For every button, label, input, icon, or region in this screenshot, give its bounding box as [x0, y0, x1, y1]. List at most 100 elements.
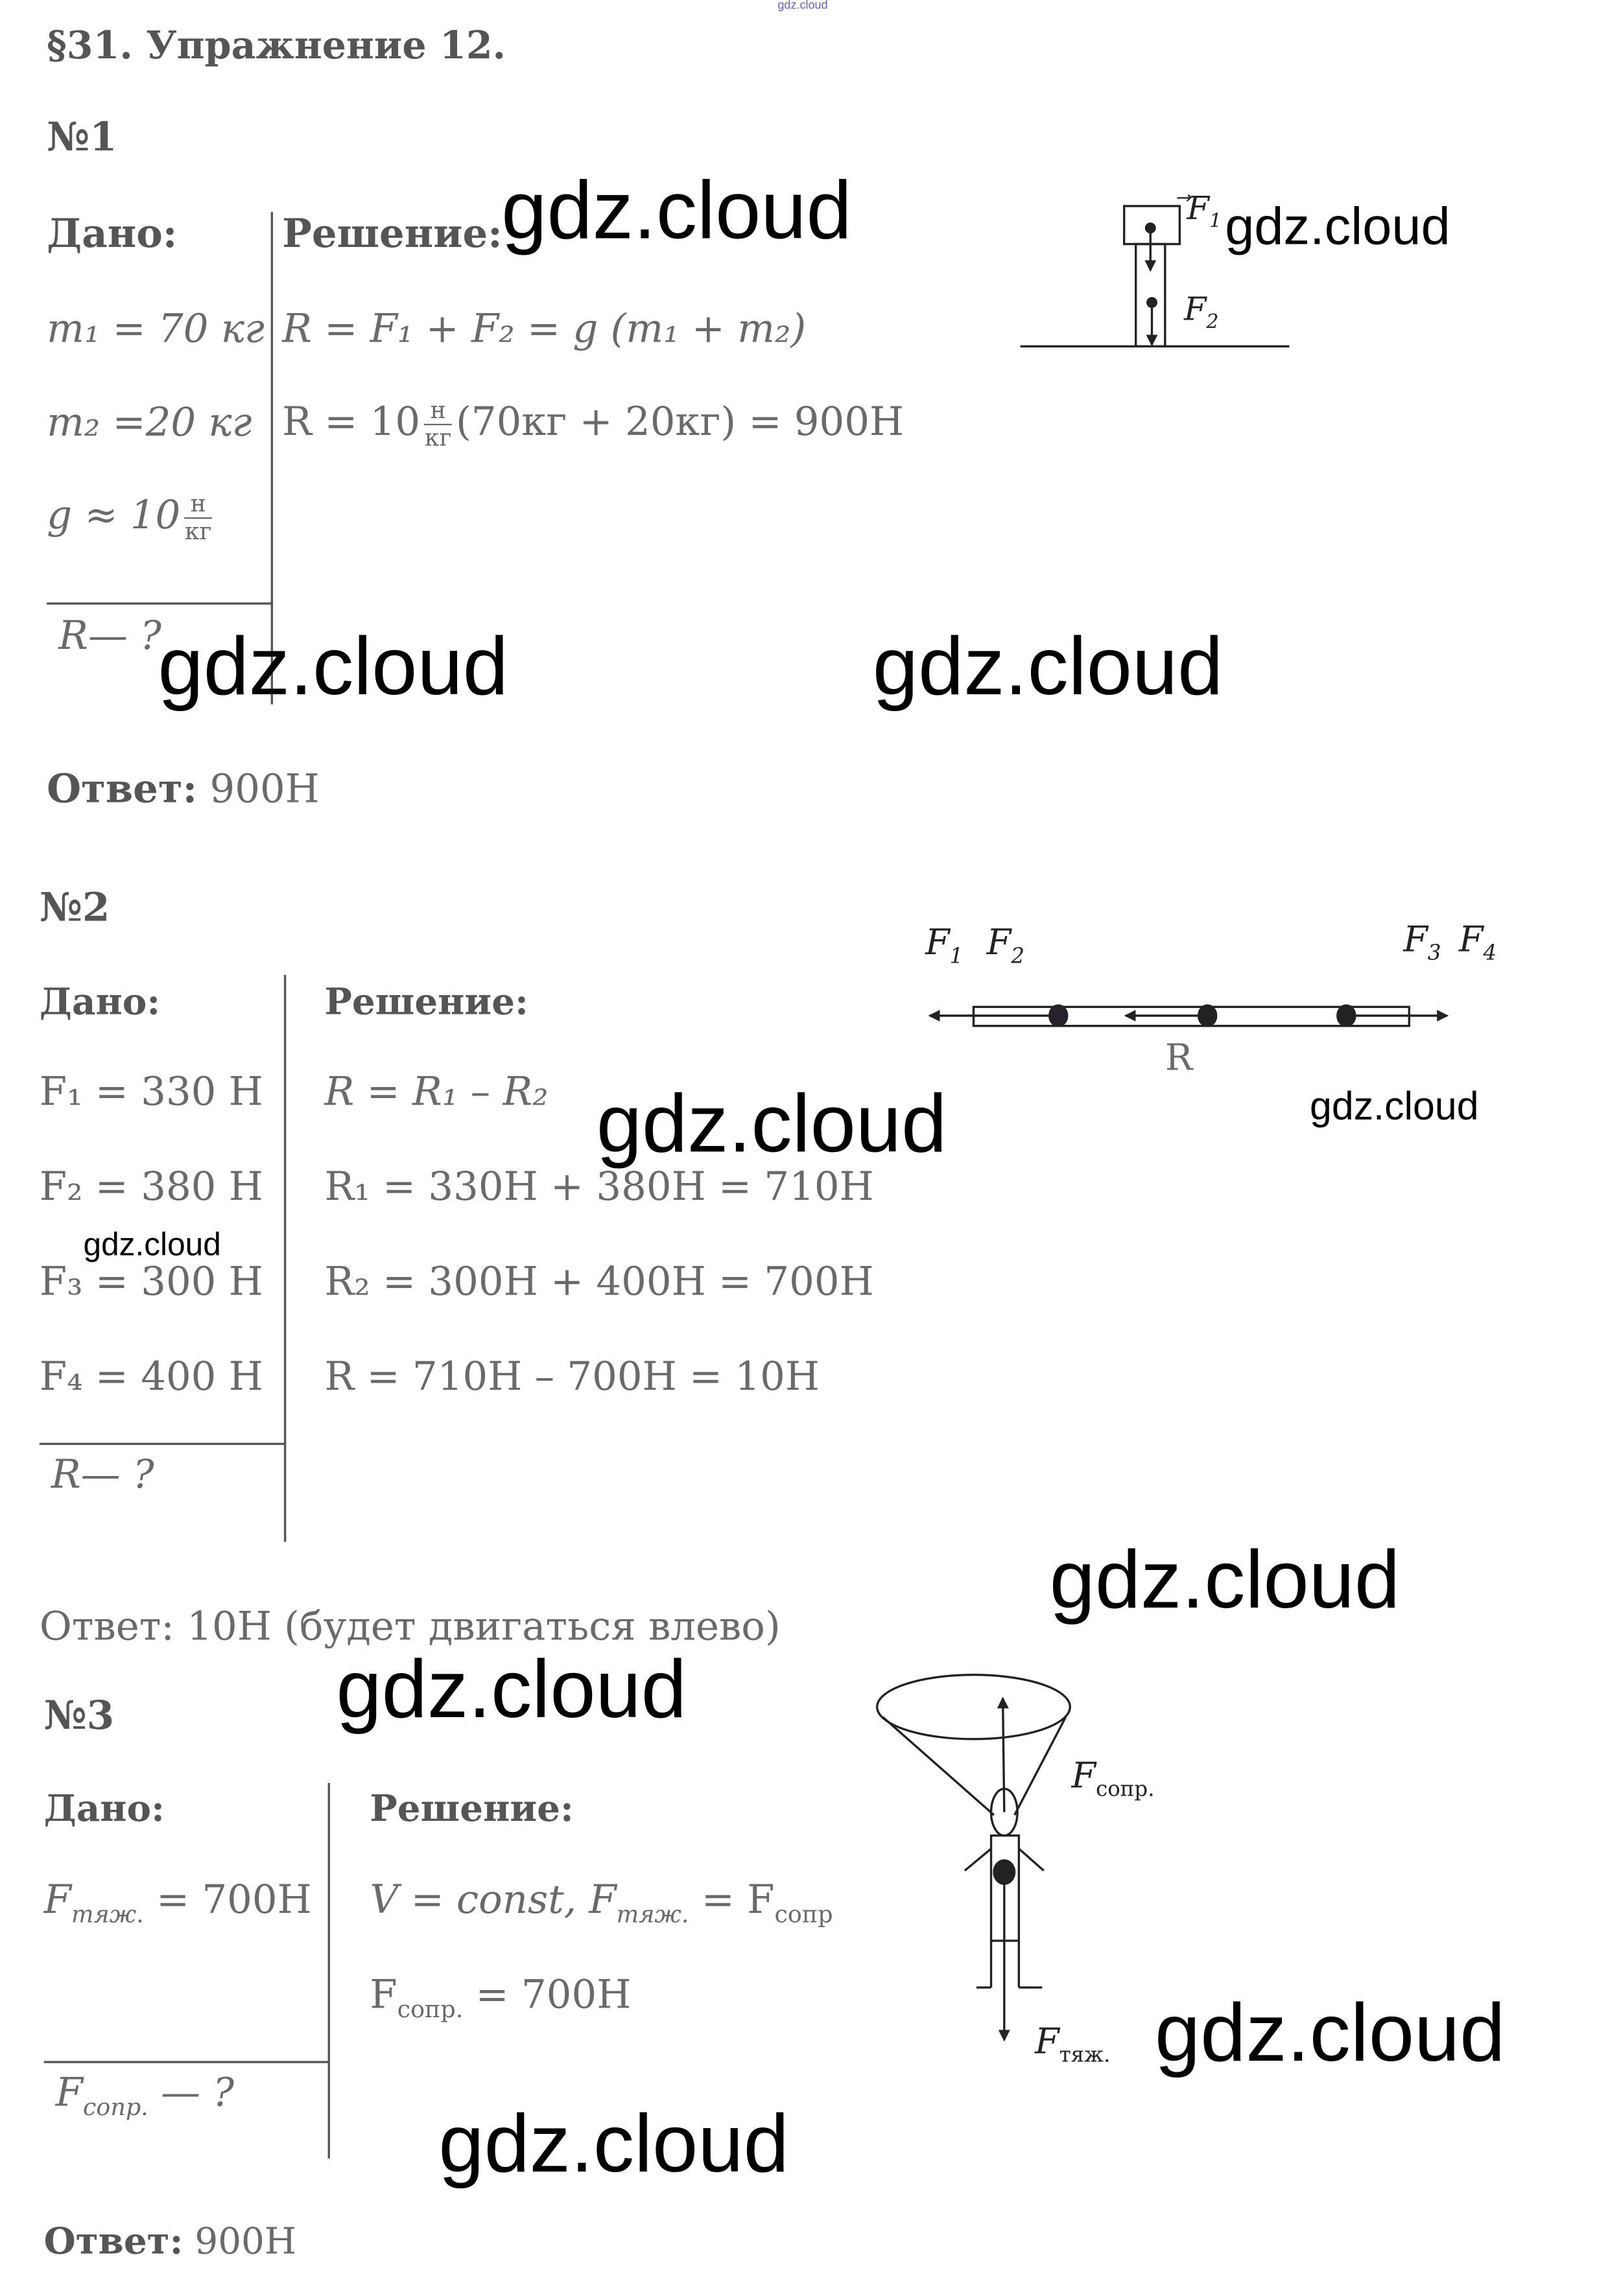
- f-letter: F: [986, 922, 1011, 963]
- watermark: gdz.cloud: [83, 1226, 221, 1263]
- answer-label: Ответ:: [43, 2220, 183, 2262]
- f-sub: 1: [1209, 211, 1222, 233]
- task2-find: R— ?: [51, 1452, 154, 1498]
- task2-solution-line2: R₁ = 330Н + 380Н = 710Н: [324, 1164, 874, 1210]
- task2-given-f4: F₄ = 400 Н: [39, 1354, 263, 1400]
- diagram2-f3-label: F3: [1403, 922, 1441, 965]
- f-sub: сопр.: [1096, 1778, 1155, 1802]
- task2-number: №2: [39, 885, 110, 931]
- f-letter: F: [1187, 191, 1210, 228]
- task1-find: R— ?: [58, 613, 161, 659]
- watermark: gdz.cloud: [1049, 1532, 1401, 1626]
- g-text: g ≈ 10: [47, 493, 181, 539]
- task2-solution-line4: R = 710Н – 700Н = 10Н: [324, 1354, 820, 1400]
- task2-given-f1: F₁ = 330 Н: [39, 1070, 263, 1116]
- task2-given-label: Дано:: [39, 980, 161, 1024]
- task2-solution-line3: R₂ = 300Н + 400Н = 700Н: [324, 1259, 874, 1306]
- f-sub: 4: [1483, 942, 1497, 966]
- f-sub: сопр.: [397, 1995, 464, 2024]
- task1-solution-line1: R = F₁ + F₂ = g (m₁ + m₂): [282, 307, 807, 353]
- task1-solution-label: Решение:: [282, 211, 503, 257]
- f-letter: F: [1035, 2021, 1059, 2063]
- diagram2-f1-label: F1: [925, 925, 963, 968]
- f-letter: F: [43, 1878, 71, 1923]
- f-letter: F: [1184, 292, 1207, 329]
- f-letter: F: [925, 922, 950, 963]
- watermark: gdz.cloud: [438, 2097, 789, 2190]
- task1-number: №1: [47, 115, 117, 161]
- task3-given-fgrav: Fтяж. = 700Н: [44, 1881, 312, 1927]
- diagram2-f4-label: F4: [1459, 922, 1496, 965]
- value: = 700Н: [463, 1973, 632, 2019]
- diagram3-gravity-label: Fтяж.: [1035, 2024, 1110, 2067]
- task2-answer: Ответ: 10Н (будет двигаться влево): [39, 1604, 781, 1650]
- task2-solution-line1: R = R₁ – R₂: [324, 1070, 549, 1116]
- f-letter: F: [370, 1973, 397, 2019]
- unit-den: кг: [424, 423, 452, 451]
- diagram1-f2-label: F2: [1184, 292, 1219, 334]
- answer-label: Ответ:: [47, 767, 198, 813]
- task3-given-label: Дано:: [43, 1787, 165, 1830]
- f-sub: 2: [1206, 312, 1219, 334]
- f-sub: сопр: [774, 1900, 833, 1928]
- find-rest: — ?: [148, 2070, 235, 2116]
- page-title: §31. Упражнение 12.: [47, 25, 506, 69]
- top-watermark: gdz.cloud: [777, 0, 828, 12]
- f-sub: тяж.: [1059, 2044, 1111, 2068]
- f-sub: сопр.: [82, 2093, 148, 2122]
- sol-part-a: V = const, F: [370, 1878, 617, 1923]
- diagram1-f1-label: ⃗F1: [1187, 194, 1222, 232]
- diagram2-f2-label: F2: [987, 925, 1024, 968]
- task1-given-m1: m₁ = 70 кг: [47, 307, 265, 353]
- table-lines-2: [39, 974, 287, 1542]
- f-sub: 2: [1011, 945, 1024, 969]
- watermark: gdz.cloud: [872, 619, 1224, 712]
- watermark: gdz.cloud: [596, 1077, 947, 1169]
- unit-num: н: [424, 397, 452, 425]
- task2-given-f3: F₃ = 300 Н: [39, 1259, 263, 1306]
- task3-solution-line1: V = const, Fтяж. = Fсопр: [370, 1881, 833, 1927]
- task1-given-m2: m₂ =20 кг: [47, 400, 252, 446]
- f-letter: F: [1458, 919, 1484, 961]
- answer-value: 900Н: [209, 767, 320, 813]
- diagram2-resultant-label: R: [1165, 1036, 1193, 1079]
- f-letter: F: [1403, 919, 1428, 961]
- watermark: gdz.cloud: [158, 619, 508, 712]
- unit-num: н: [185, 491, 212, 519]
- task2-given-f2: F₂ = 380 Н: [39, 1164, 263, 1210]
- f-letter: F: [1071, 1755, 1096, 1796]
- table-lines-1: [47, 211, 274, 705]
- f-sub: 3: [1427, 942, 1441, 966]
- sol-part-b: = F: [689, 1878, 775, 1923]
- diagram-2: [928, 1004, 1449, 1027]
- watermark: gdz.cloud: [1155, 1986, 1506, 2078]
- f-sub: тяж.: [71, 1900, 144, 1928]
- watermark: gdz.cloud: [1225, 196, 1450, 256]
- unit-den: кг: [185, 517, 212, 545]
- f-letter: F: [55, 2070, 83, 2116]
- task1-given-label: Дано:: [47, 211, 178, 257]
- f-sub: тяж.: [616, 1900, 689, 1928]
- diagram-1: [1020, 205, 1290, 348]
- value: = 700Н: [143, 1878, 312, 1923]
- table-lines-3: [43, 1783, 330, 2159]
- task3-answer: Ответ: 900Н: [44, 2223, 296, 2259]
- diagram-3-parachute: [876, 1673, 1071, 2042]
- sol-part-b: (70кг + 20кг) = 900Н: [456, 399, 905, 445]
- task2-solution-label: Решение:: [324, 980, 528, 1024]
- task1-answer: Ответ: 900Н: [47, 770, 320, 810]
- diagram3-drag-label: Fсопр.: [1072, 1758, 1155, 1801]
- watermark: gdz.cloud: [336, 1643, 687, 1735]
- sol-part-a: R = 10: [282, 399, 421, 445]
- task3-solution-line2: Fсопр. = 700Н: [370, 1976, 631, 2022]
- answer-value: 900Н: [195, 2220, 297, 2262]
- task3-find: Fсопр. — ?: [56, 2074, 234, 2120]
- task3-solution-label: Решение:: [370, 1787, 574, 1830]
- watermark: gdz.cloud: [501, 163, 852, 256]
